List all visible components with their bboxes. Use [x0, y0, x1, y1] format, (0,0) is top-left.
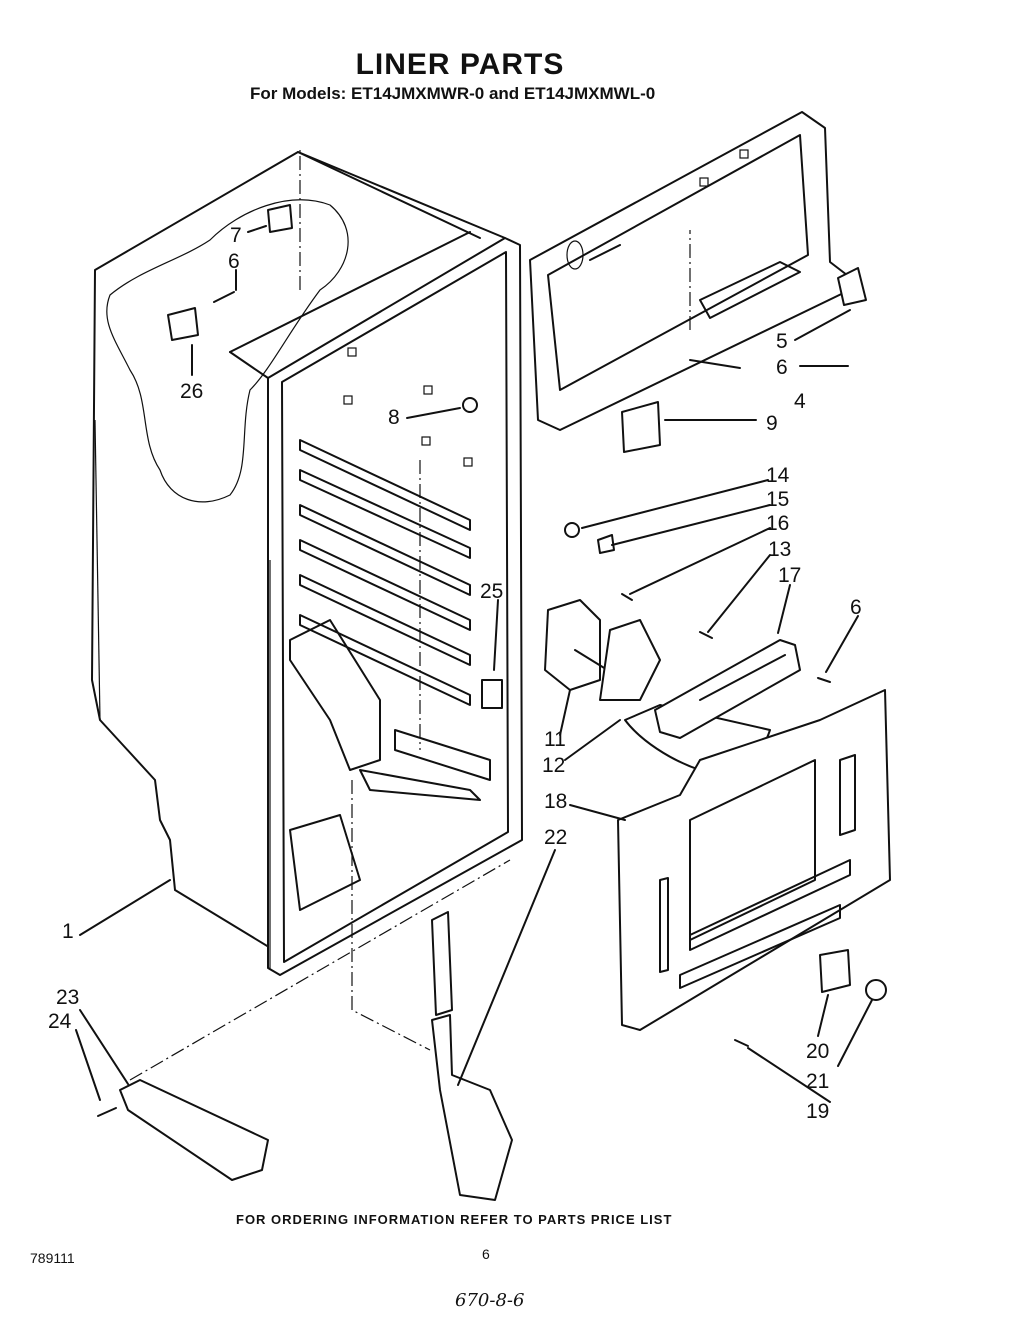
callout-14: 14 — [766, 464, 790, 487]
callout-20: 20 — [806, 1040, 829, 1063]
handwritten-note: 670-8-6 — [455, 1290, 525, 1311]
callout-9: 9 — [766, 412, 778, 435]
bottom-rail — [97, 1079, 269, 1181]
evaporator-cover — [529, 111, 867, 453]
callout-23: 23 — [56, 986, 79, 1009]
callout-17: 17 — [778, 564, 801, 587]
callout-6a: 6 — [776, 356, 788, 379]
callout-13: 13 — [768, 538, 791, 561]
reference-number: 789111 — [30, 1250, 75, 1266]
callout-19: 19 — [806, 1100, 829, 1123]
ordering-note: FOR ORDERING INFORMATION REFER TO PARTS … — [236, 1212, 673, 1227]
callout-5: 5 — [776, 330, 788, 353]
callout-7: 7 — [230, 224, 242, 247]
liner-cabinet — [91, 151, 523, 976]
callout-1: 1 — [62, 920, 74, 943]
vertical-trim — [431, 911, 513, 1201]
lower-cover-panel — [617, 689, 891, 1047]
diagram-title: LINER PARTS — [355, 48, 565, 81]
callout-24: 24 — [48, 1010, 72, 1033]
callout-15: 15 — [766, 488, 789, 511]
callout-21: 21 — [806, 1070, 829, 1093]
page-number: 6 — [482, 1246, 490, 1262]
callout-16: 16 — [766, 512, 789, 535]
leader-lines — [75, 225, 873, 1103]
callout-6c: 6 — [850, 596, 862, 619]
callout-18: 18 — [544, 790, 567, 813]
callout-22: 22 — [544, 826, 567, 849]
callout-4: 4 — [794, 390, 806, 413]
callout-26: 26 — [180, 380, 203, 403]
models-subtitle: For Models: ET14JMXMWR-0 and ET14JMXMWL-… — [250, 84, 656, 103]
callout-11: 11 — [544, 728, 566, 751]
callout-25: 25 — [480, 580, 503, 603]
callout-labels: 1 4 5 6 6 6 6 7 8 9 11 12 13 14 15 16 17… — [48, 224, 862, 1123]
callout-6b: 6 — [228, 250, 240, 273]
callout-12: 12 — [542, 754, 565, 777]
callout-8: 8 — [388, 406, 400, 429]
